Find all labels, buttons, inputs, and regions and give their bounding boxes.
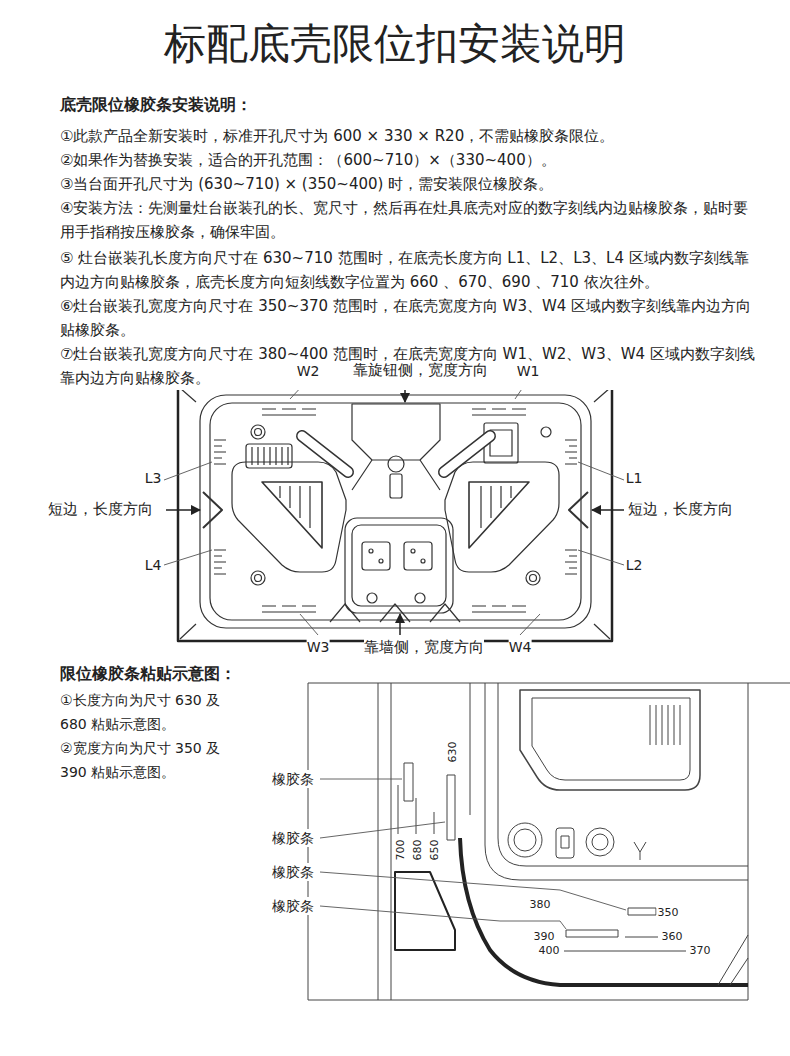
- part-label: 橡胶条: [272, 829, 314, 847]
- dimension-number: 630: [446, 741, 460, 764]
- zone-label: W1: [517, 362, 540, 380]
- detail-illustration: [308, 683, 790, 1000]
- dimension-number: 700: [394, 839, 408, 862]
- zone-label: W2: [297, 362, 320, 380]
- dimension-number: 650: [428, 839, 442, 862]
- zone-label: L4: [145, 556, 162, 574]
- zone-label: L2: [626, 556, 643, 574]
- bottom-shell: [178, 386, 612, 641]
- figure-note: ②宽度方向为尺寸 350 及 390 粘贴示意图。: [60, 736, 245, 784]
- direction-label: 短边，长度方向: [628, 500, 733, 519]
- direction-label: 靠旋钮侧，宽度方向: [353, 361, 488, 380]
- instruction-note: ⑤ 灶台嵌装孔长度方向尺寸在 630~710 范围时，在底壳长度方向 L1、L2…: [60, 246, 760, 294]
- strip-leader-lines: [320, 779, 626, 929]
- instruction-note: ③当台面开孔尺寸为 (630~710) × (350~400) 时，需安装限位橡…: [60, 172, 760, 196]
- page-title: 标配底壳限位扣安装说明: [164, 16, 626, 72]
- direction-label: 短边，长度方向: [48, 500, 153, 519]
- zone-label: L3: [145, 469, 162, 487]
- section-heading: 限位橡胶条粘贴示意图：: [60, 664, 236, 684]
- instruction-note: ④安装方法：先测量灶台嵌装孔的长、宽尺寸，然后再在灶具底壳对应的数字刻线内边贴橡…: [60, 196, 760, 244]
- figure-note: ①长度方向为尺寸 630 及 680 粘贴示意图。: [60, 688, 245, 736]
- dimension-number: 350: [657, 906, 680, 920]
- dimension-number: 390: [533, 930, 556, 944]
- part-label: 橡胶条: [272, 897, 314, 915]
- part-label: 橡胶条: [272, 770, 314, 788]
- part-label: 橡胶条: [272, 863, 314, 881]
- instruction-note: ①此款产品全新安装时，标准开孔尺寸为 600 × 330 × R20，不需贴橡胶…: [60, 124, 760, 148]
- zone-label: L1: [626, 469, 643, 487]
- instruction-note: ⑥灶台嵌装孔宽度方向尺寸在 350~370 范围时，在底壳宽度方向 W3、W4 …: [60, 294, 760, 342]
- instruction-note: ②如果作为替换安装，适合的开孔范围：（600~710）×（330~400）。: [60, 148, 760, 172]
- section-heading: 底壳限位橡胶条安装说明：: [60, 95, 252, 115]
- dimension-number: 680: [411, 839, 425, 862]
- slot-shapes: [302, 436, 490, 472]
- direction-label: 靠墙侧，宽度方向: [364, 638, 484, 657]
- leader-lines: [164, 383, 624, 635]
- zone-label: W4: [509, 638, 532, 656]
- dimension-number: 400: [538, 944, 561, 958]
- zone-label: W3: [307, 638, 330, 656]
- direction-arrows: [166, 385, 624, 635]
- dimension-number: 370: [689, 944, 712, 958]
- dimension-number: 360: [661, 930, 684, 944]
- dimension-number: 380: [529, 898, 552, 912]
